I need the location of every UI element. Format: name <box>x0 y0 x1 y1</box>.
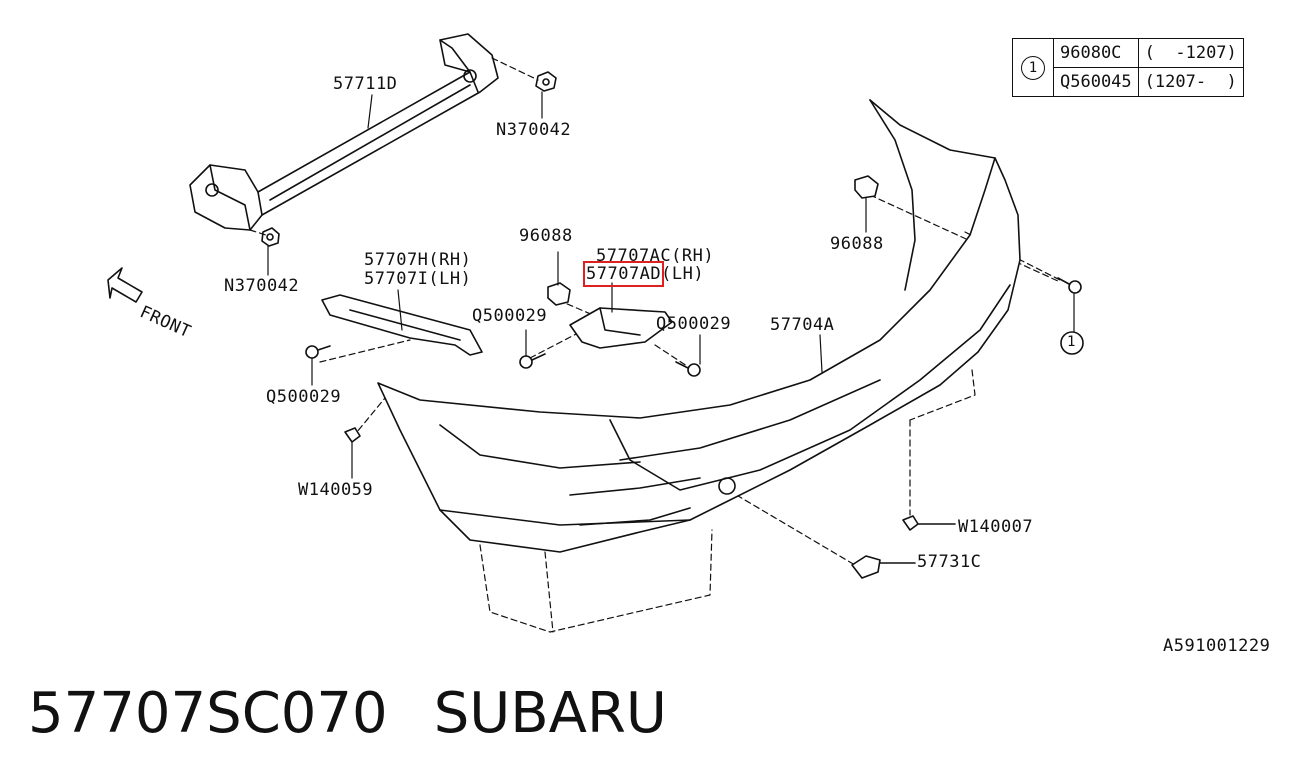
footer-brand: SUBARU <box>433 681 667 746</box>
screw-q500029-right <box>675 361 701 377</box>
screw-96080c <box>1057 277 1082 294</box>
cover-57731c-part <box>851 555 916 579</box>
clip-96088-center <box>547 282 571 306</box>
legend-table: 1 96080C ( -1207) Q560045 (1207- ) <box>1012 38 1244 97</box>
screw-q500029-left <box>305 345 331 359</box>
legend-ref-cell: 1 <box>1012 38 1054 97</box>
front-arrow-icon <box>107 267 143 303</box>
label-57711d: 57711D <box>333 74 398 94</box>
legend-part-cell: Q560045 <box>1053 67 1139 97</box>
legend-row: 1 96080C ( -1207) <box>1012 38 1244 97</box>
legend-range-cell: (1207- ) <box>1137 67 1244 97</box>
label-n370042-top: N370042 <box>496 120 572 140</box>
clip-w140007 <box>902 515 956 531</box>
rear-bumper-part <box>377 99 1021 553</box>
label-q500029-left: Q500029 <box>266 387 342 407</box>
rear-beam-part <box>189 33 499 231</box>
label-57707i: 57707I(LH) <box>364 269 472 289</box>
bracket-57707ac-part <box>569 307 673 349</box>
label-57731c: 57731C <box>917 552 982 572</box>
label-57707h: 57707H(RH) <box>364 250 472 270</box>
legend-row: Q560045 (1207- ) <box>1013 67 1244 97</box>
ref-marker-label: 1 <box>1067 334 1076 350</box>
clip-96088-right <box>854 175 879 199</box>
label-w140059: W140059 <box>298 480 374 500</box>
label-57707ad-highlighted[interactable]: 57707AD <box>582 261 665 287</box>
label-57707ad-row: 57707AD(LH) <box>582 261 705 287</box>
clip-w140059 <box>344 427 361 443</box>
parts-diagram <box>107 33 1084 633</box>
diagram-code: A591001229 <box>1163 636 1271 656</box>
legend-part-cell: 96080C <box>1053 38 1139 68</box>
ref-marker-circle <box>1060 331 1084 355</box>
label-57707ad-side: (LH) <box>661 264 705 284</box>
label-w140007: W140007 <box>958 517 1034 537</box>
legend-range-cell: ( -1207) <box>1137 38 1244 68</box>
label-n370042-left: N370042 <box>224 276 300 296</box>
label-q500029-right: Q500029 <box>656 314 732 334</box>
label-96088-center: 96088 <box>519 226 573 246</box>
nut-n370042-left <box>261 227 280 247</box>
label-57707ac: 57707AC(RH) <box>596 246 715 266</box>
nut-n370042-top <box>535 71 557 92</box>
label-q500029-mid: Q500029 <box>472 306 548 326</box>
label-96088-right: 96088 <box>830 234 884 254</box>
label-57704a: 57704A <box>770 315 835 335</box>
legend-ref-marker: 1 <box>1021 55 1045 80</box>
footer-part-number: 57707SC070 <box>28 681 388 746</box>
